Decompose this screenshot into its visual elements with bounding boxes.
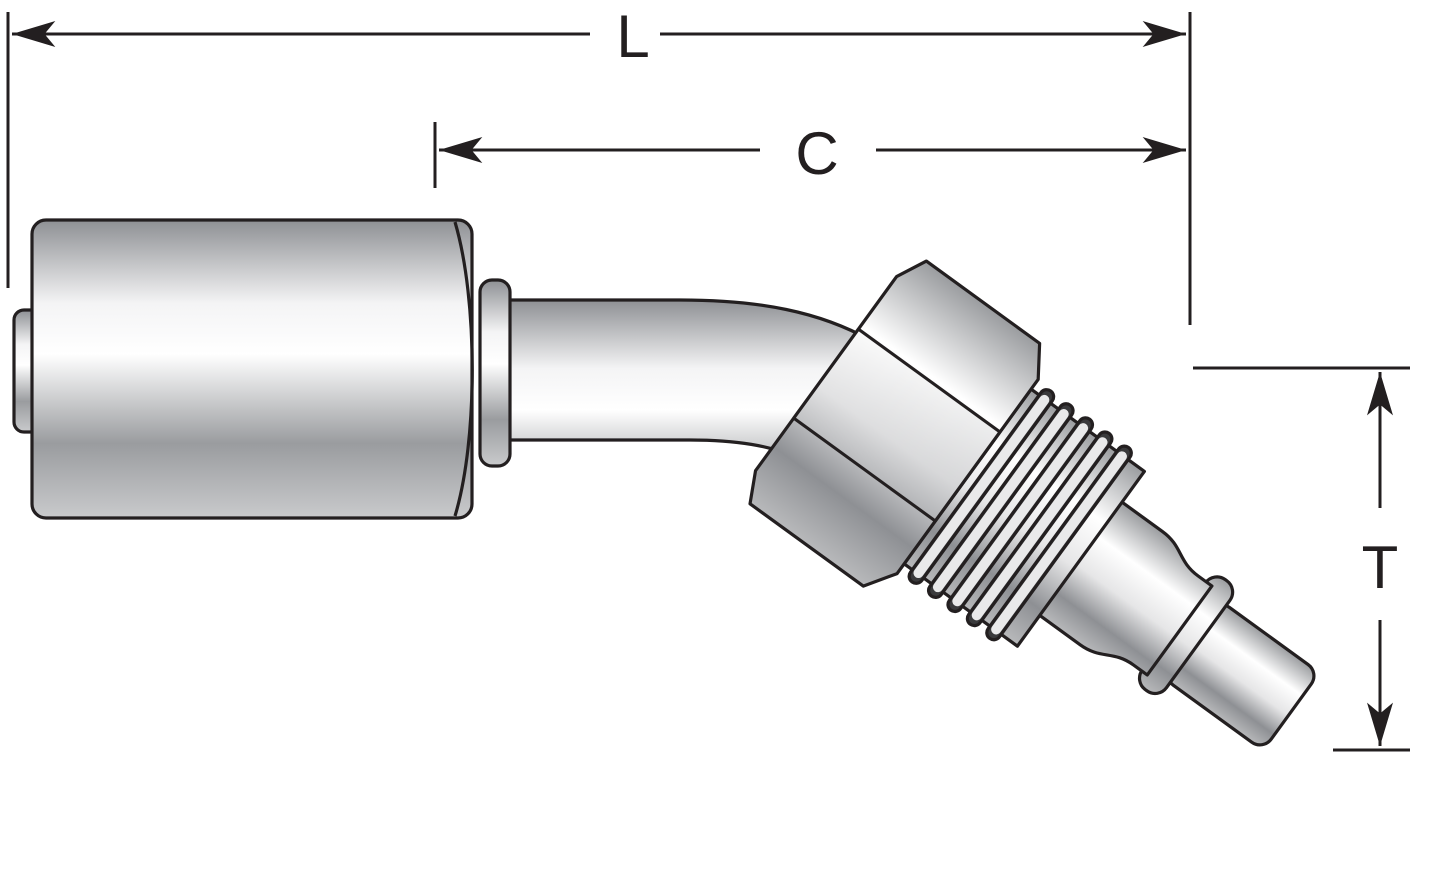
dimension-t: T [1193, 366, 1410, 752]
male-end-assembly [748, 259, 1316, 747]
dimension-label-l: L [616, 3, 649, 70]
ferrule-edge-line [453, 221, 474, 517]
ferrule-collar [478, 278, 512, 468]
dimension-c: C [433, 120, 1186, 188]
hex-face-highlight [792, 327, 1002, 523]
dimension-label-t: T [1362, 534, 1399, 601]
threads [907, 388, 1133, 642]
hose-fitting [12, 218, 1316, 747]
dimension-label-c: C [795, 120, 838, 187]
dimension-l: L [6, 3, 1192, 325]
ferrule-shell [30, 218, 474, 520]
